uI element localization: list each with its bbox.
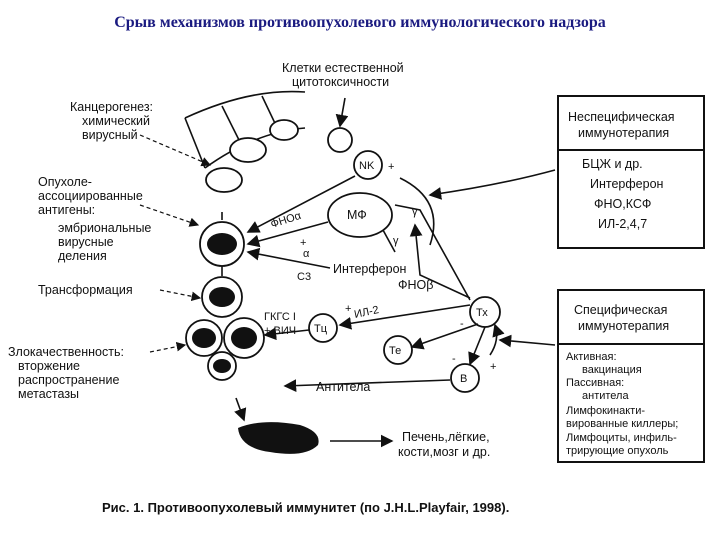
specific-header-1: Специфическая bbox=[574, 303, 667, 317]
il2-label: ИЛ-2 bbox=[353, 304, 380, 321]
interaction-arrows bbox=[139, 97, 556, 448]
macrophage-label: МФ bbox=[347, 208, 367, 222]
specific-header-2: иммунотерапия bbox=[578, 319, 669, 333]
antigen-type-division: деления bbox=[58, 249, 107, 263]
immune-cells bbox=[308, 127, 501, 393]
organs-line2: кости,мозг и др. bbox=[398, 445, 490, 459]
nk-cell bbox=[353, 150, 383, 180]
c3-label: С3 bbox=[297, 271, 311, 283]
specific-item: трирующие опухоль bbox=[566, 445, 669, 457]
malignancy-label: Злокачественность: bbox=[8, 345, 124, 359]
th-cell-label: Тх bbox=[476, 307, 488, 319]
antibodies-label: Антитела bbox=[316, 380, 370, 394]
nonspecific-item: БЦЖ и др. bbox=[582, 157, 643, 171]
b-cell-label: B bbox=[460, 373, 467, 385]
nonspecific-immunotherapy-box: Неспецифическая иммунотерапия БЦЖ и др. … bbox=[557, 95, 705, 249]
tumor-progression bbox=[185, 221, 319, 454]
malignancy-invasion: вторжение bbox=[18, 359, 80, 373]
b-cell bbox=[450, 363, 480, 393]
tc-cell-label: Тц bbox=[314, 323, 328, 335]
specific-item: вированные киллеры; bbox=[566, 418, 678, 430]
normal-cell bbox=[229, 137, 267, 163]
macrophage bbox=[327, 192, 393, 238]
carcinogenesis-label: Канцерогенез: bbox=[70, 100, 153, 114]
antigens-label-line3: антигены: bbox=[38, 203, 95, 217]
minus-sign: - bbox=[460, 318, 464, 330]
carcinogenesis-viral: вирусный bbox=[82, 128, 138, 142]
gamma-label-2: γ bbox=[393, 235, 399, 247]
organs-line1: Печень,лёгкие, bbox=[402, 430, 490, 444]
normal-cell bbox=[269, 119, 299, 141]
specific-item: Активная: bbox=[566, 351, 617, 363]
nonspecific-item: ИЛ-2,4,7 bbox=[598, 217, 647, 231]
plus-sign: + bbox=[490, 361, 496, 373]
nonspecific-item: Интерферон bbox=[590, 177, 664, 191]
carcinogenesis-chemical: химический bbox=[82, 114, 150, 128]
tc-cell bbox=[308, 313, 338, 343]
minus-sign: - bbox=[452, 353, 456, 365]
nonspecific-header-1: Неспецифическая bbox=[568, 110, 675, 124]
te-cell-label: Те bbox=[389, 345, 401, 357]
gamma-label-1: γ bbox=[412, 206, 418, 218]
normal-cell bbox=[205, 167, 243, 193]
gkgs-label-line2: + ВИЧ bbox=[264, 325, 296, 337]
tissue-epithelium bbox=[184, 90, 306, 193]
specific-item: вакцинация bbox=[582, 364, 642, 376]
antigen-type-viral: вирусные bbox=[58, 235, 114, 249]
figure-caption: Рис. 1. Противоопухолевый иммунитет (по … bbox=[102, 500, 509, 515]
specific-item: антитела bbox=[582, 390, 629, 402]
antigen-type-embryonic: эмбриональные bbox=[58, 221, 151, 235]
te-cell bbox=[383, 335, 413, 365]
specific-item: Пассивная: bbox=[566, 377, 624, 389]
fno-beta-label: ФНОβ bbox=[398, 278, 433, 292]
malignancy-spread: распространение bbox=[18, 373, 119, 387]
nk-cell-label: NK bbox=[359, 160, 375, 172]
metastasis-cell bbox=[238, 422, 319, 454]
plus-sign: + bbox=[388, 161, 394, 173]
nk-label-line1: Клетки естественной bbox=[282, 61, 404, 75]
specific-item: Лимфоциты, инфиль- bbox=[566, 432, 677, 444]
nk-label-line2: цитотоксичности bbox=[292, 75, 389, 89]
nonspecific-header-2: иммунотерапия bbox=[578, 126, 669, 140]
transformation-label: Трансформация bbox=[38, 283, 133, 297]
alpha-label: α bbox=[303, 248, 310, 260]
interferon-label: Интерферон bbox=[333, 262, 407, 276]
nonspecific-item: ФНО,КСФ bbox=[594, 197, 651, 211]
antigens-label-line1: Опухоле- bbox=[38, 175, 92, 189]
specific-immunotherapy-box: Специфическая иммунотерапия Активная: ва… bbox=[557, 289, 705, 463]
plus-sign: + bbox=[345, 303, 351, 315]
specific-item: Лимфокинакти- bbox=[566, 405, 645, 417]
malignancy-metastases: метастазы bbox=[18, 387, 79, 401]
antigens-label-line2: ассоциированные bbox=[38, 189, 143, 203]
gkgs-label-line1: ГКГС I bbox=[264, 311, 296, 323]
plus-sign: + bbox=[300, 237, 306, 249]
page-title: Срыв механизмов противоопухолевого иммун… bbox=[114, 14, 606, 31]
